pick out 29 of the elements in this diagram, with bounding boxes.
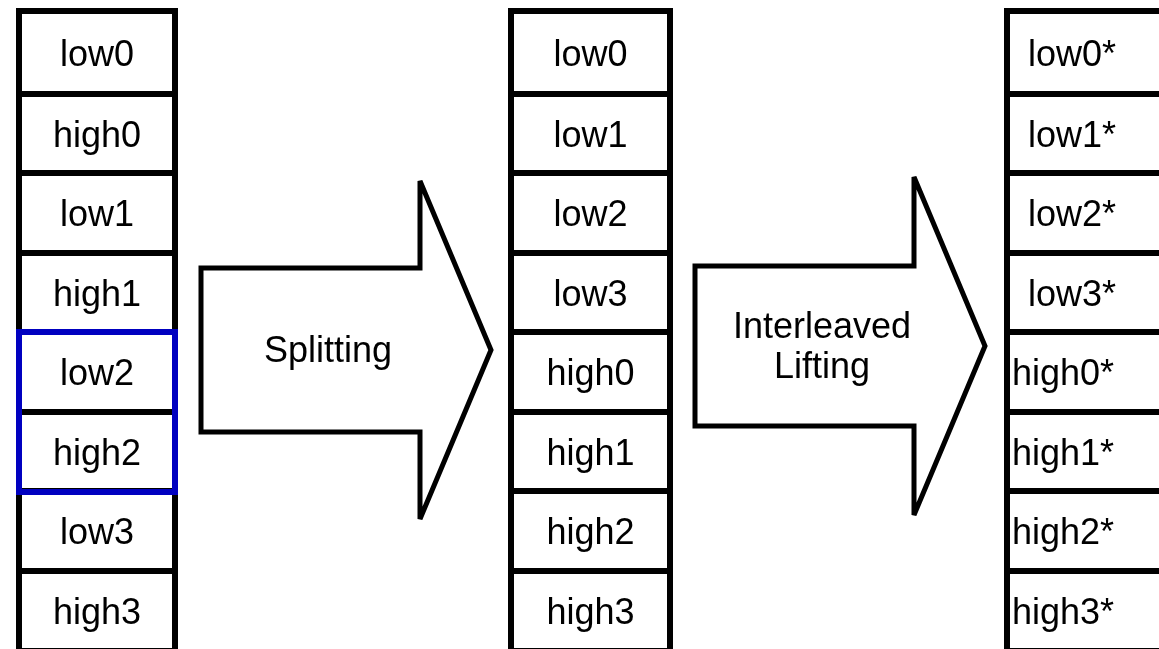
- memory-column: [1004, 8, 1159, 649]
- cell-label: low3: [553, 273, 628, 314]
- cell-label: low3*: [1028, 273, 1117, 314]
- cell-label: low2: [59, 353, 134, 394]
- cell-label: high3: [52, 591, 142, 632]
- cell-label: low2*: [1028, 194, 1117, 235]
- cell-label: low3: [59, 512, 134, 553]
- arrow-label: Interleaved Lifting: [731, 306, 913, 386]
- cell-label: low1: [59, 194, 134, 235]
- cell-label: low2: [553, 194, 628, 235]
- cell-label: low1*: [1028, 114, 1117, 155]
- cell-label: high3: [546, 591, 635, 632]
- cell-label: high0*: [1012, 353, 1115, 394]
- cell-label: high1: [546, 432, 635, 473]
- cell-label: high2*: [1012, 512, 1115, 553]
- arrow-label: Splitting: [263, 330, 393, 370]
- cell-label: low0*: [1028, 33, 1117, 74]
- cell-label: high2: [52, 432, 142, 473]
- memory-column: [508, 8, 673, 649]
- cell-label: high2: [546, 512, 635, 553]
- cell-label: high1*: [1012, 432, 1115, 473]
- cell-label: high1: [52, 273, 142, 314]
- cell-label: low0: [59, 33, 134, 74]
- cell-label: high0: [546, 353, 635, 394]
- cell-label: low1: [553, 114, 628, 155]
- cell-label: high0: [52, 114, 142, 155]
- cell-label: high3*: [1012, 591, 1115, 632]
- memory-column: [16, 8, 178, 649]
- cell-label: low0: [553, 33, 628, 74]
